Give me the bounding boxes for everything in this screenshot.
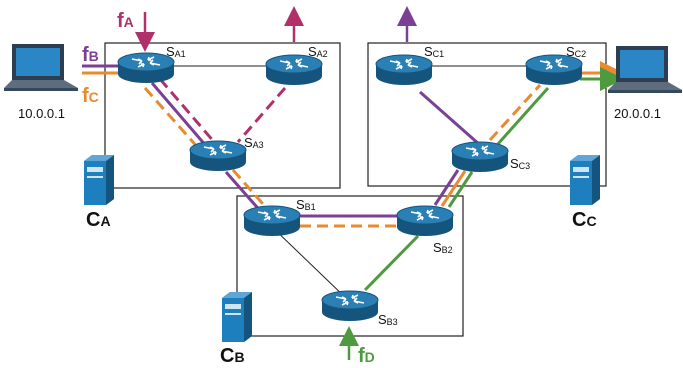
- server-b-icon: [222, 292, 252, 342]
- switch-sc3[interactable]: [451, 141, 509, 173]
- label-sa1: SA1: [166, 44, 186, 59]
- label-sb2: SB2: [433, 240, 453, 255]
- flow-d-label: fD: [358, 345, 375, 367]
- switch-sb2[interactable]: [396, 205, 454, 237]
- switch-sb3[interactable]: [321, 290, 379, 322]
- label-sc1: SC1: [424, 44, 444, 59]
- flow-b-label: fB: [82, 44, 99, 66]
- label-sa3: SA3: [244, 135, 264, 150]
- cluster-c-box: [367, 42, 607, 187]
- cluster-a-box: [104, 42, 341, 189]
- host-right-ip: 20.0.0.1: [614, 106, 661, 121]
- flow-a-label: fA: [117, 10, 134, 32]
- link-sb1-sb3: [269, 224, 349, 301]
- laptop-right-icon[interactable]: [608, 46, 682, 93]
- label-sa2: SA2: [308, 44, 328, 59]
- flow-c-label: fC: [82, 85, 99, 107]
- server-c-icon: [570, 155, 600, 205]
- cluster-a-label: CA: [86, 209, 111, 231]
- cluster-c-label: CC: [572, 209, 597, 231]
- cluster-b-label: CB: [220, 345, 245, 367]
- flow-paths: [82, 6, 624, 360]
- label-sb1: SB1: [296, 197, 316, 212]
- laptop-left-icon[interactable]: [4, 44, 78, 91]
- switch-sa3[interactable]: [189, 140, 247, 172]
- switch-sb1[interactable]: [243, 205, 301, 237]
- server-a-icon: [84, 155, 114, 205]
- label-sb3: SB3: [378, 312, 398, 327]
- switch-sc1[interactable]: [375, 54, 433, 86]
- host-left-ip: 10.0.0.1: [18, 106, 65, 121]
- label-sc2: SC2: [566, 44, 586, 59]
- switch-sc2[interactable]: [525, 54, 583, 86]
- label-sc3: SC3: [510, 156, 530, 171]
- switch-sa2[interactable]: [265, 54, 323, 86]
